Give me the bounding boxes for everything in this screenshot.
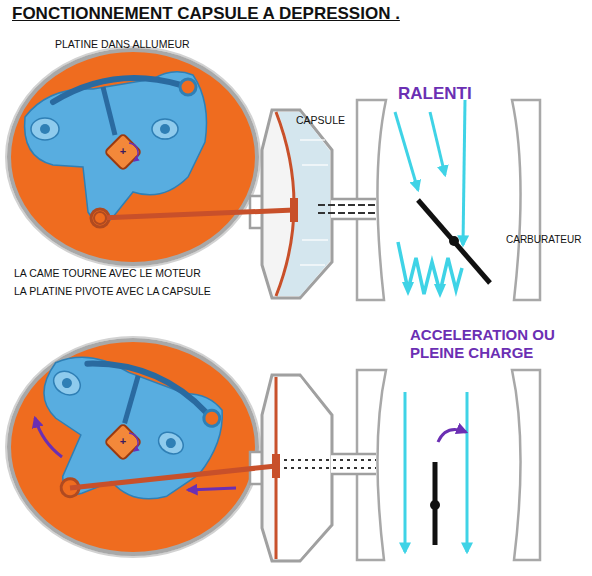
vacuum-flow: [318, 204, 376, 206]
distributor-housing: [6, 47, 260, 267]
breaker-plate: [25, 72, 207, 227]
pull-rod: [70, 466, 276, 488]
vacuum-line: [302, 239, 328, 240]
air-arrow: [430, 112, 445, 175]
no-vacuum: [284, 459, 376, 461]
carburetor-wall: [512, 100, 540, 300]
air-arrow: [466, 392, 469, 552]
throttle-axis: [449, 236, 459, 246]
pull-rod: [100, 210, 294, 218]
rod-pivot: [94, 212, 106, 224]
arrow-head: [402, 282, 414, 296]
note-text: LA CAME TOURNE AVEC LE MOTEUR: [14, 267, 201, 280]
vacuum-lines: [300, 140, 328, 265]
motion-arrow: [438, 430, 466, 442]
air-flow: [395, 100, 465, 298]
pipe-wall: [331, 473, 376, 476]
vacuum-flow: [318, 212, 376, 214]
note-text: LA PLATINE PIVOTE AVEC LA CAPSULE: [14, 285, 211, 298]
state-heading: ACCELERATION OU PLEINE CHARGE: [410, 326, 580, 362]
vacuum-line: [300, 264, 325, 265]
vacuum-pipe: [331, 454, 376, 474]
cam: [105, 424, 142, 461]
air-arrow: [395, 112, 418, 190]
carburetor: [357, 370, 540, 560]
breaker-plate: [0, 323, 235, 548]
throttle-butterfly: [418, 200, 490, 283]
throttle-axis: [430, 500, 440, 510]
motion-arrows: [35, 418, 466, 490]
state-heading: RALENTI: [398, 84, 472, 104]
part-label: CARBURATEUR: [506, 234, 581, 246]
part-label: PLATINE DANS ALLUMEUR: [55, 38, 190, 51]
part-label: CAPSULE: [296, 114, 345, 127]
diaphragm-plate: [290, 198, 298, 222]
pipe-wall: [331, 453, 376, 456]
carburetor: [357, 100, 540, 300]
pipe-wall: [331, 198, 376, 201]
motion-arrow: [188, 488, 236, 490]
air-flow: [405, 392, 467, 552]
air-arrow: [463, 100, 465, 245]
vacuum-pipe: [331, 199, 376, 219]
vacuum-line: [302, 164, 328, 165]
no-vacuum: [284, 467, 376, 469]
pivot-mark: +: [120, 145, 126, 158]
carburetor-wall: [512, 370, 540, 560]
air-arrow: [404, 392, 407, 552]
cam: [105, 134, 142, 171]
vacuum-line: [300, 139, 325, 140]
arrow-head: [434, 284, 446, 298]
motion-arrow: [35, 418, 62, 457]
diagram-title: FONCTIONNEMENT CAPSULE A DEPRESSION .: [12, 4, 400, 24]
diaphragm-plate: [272, 454, 280, 478]
pipe-wall: [331, 218, 376, 221]
pivot-mark: +: [120, 435, 126, 448]
